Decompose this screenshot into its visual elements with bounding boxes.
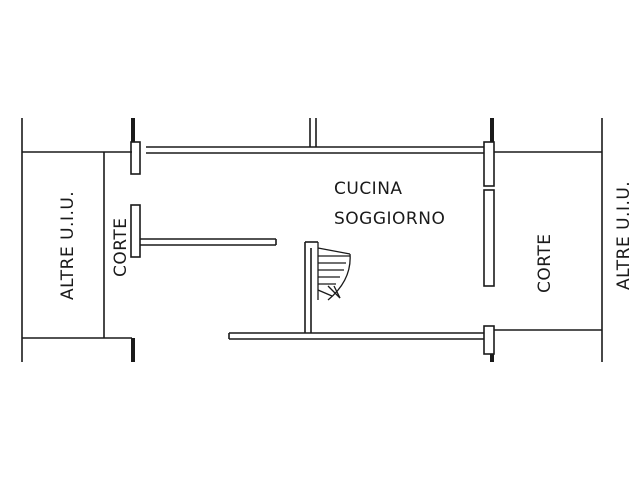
stair-arrow bbox=[327, 285, 341, 299]
left-court-label: CORTE bbox=[111, 218, 131, 277]
heavy-stub-left-top bbox=[131, 118, 135, 142]
heavy-stub-left-bottom bbox=[131, 338, 135, 362]
right-court-label: CORTE bbox=[535, 234, 555, 293]
main-room-label-line2: SOGGIORNO bbox=[334, 209, 445, 229]
stair-outline bbox=[317, 242, 351, 301]
plan-lines bbox=[21, 118, 603, 362]
left-units-label: ALTRE U.I.U. bbox=[58, 191, 78, 300]
stair-tread bbox=[317, 289, 333, 297]
main-room-label-line1: CUCINA bbox=[334, 179, 403, 199]
stair-treads bbox=[317, 242, 351, 301]
heavy-walls bbox=[131, 118, 494, 362]
heavy-stub-right-top bbox=[490, 118, 494, 142]
heavy-stub-right-bottom bbox=[490, 354, 494, 362]
stair-tread bbox=[317, 247, 351, 255]
right-units-label: ALTRE U.I.U. bbox=[614, 181, 634, 290]
right-window bbox=[483, 189, 495, 287]
right-pier-bottom bbox=[483, 325, 495, 355]
left-pier-top bbox=[130, 141, 141, 175]
left-pier-bottom bbox=[130, 204, 141, 258]
right-pier-top bbox=[483, 141, 495, 187]
stair-arrow bbox=[333, 285, 341, 299]
